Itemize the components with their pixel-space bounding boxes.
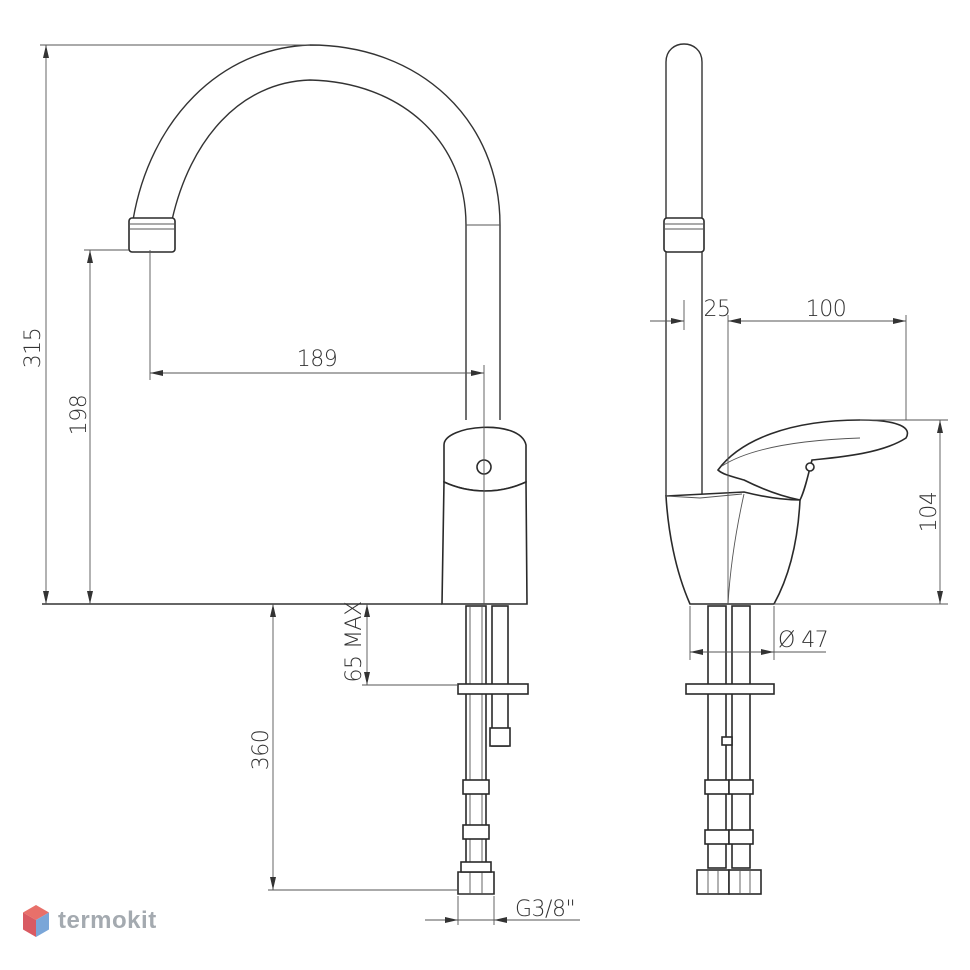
spout-outer	[132, 44, 501, 420]
front-view: 315 198 189 65 MAX 360 G3/8"	[21, 44, 580, 925]
hex-nut-front	[457, 871, 495, 895]
dim-spout-reach: 189	[297, 347, 338, 372]
side-hex-nut-left	[696, 869, 730, 895]
watermark: termokit	[22, 904, 157, 938]
watermark-text: termokit	[58, 907, 157, 934]
side-mounting-plate	[685, 683, 775, 695]
side-screw	[805, 462, 815, 472]
dim-deck-max: 65 MAX	[342, 601, 367, 682]
side-aerator	[663, 217, 705, 253]
side-hex-nut-right	[728, 869, 762, 895]
dim-lever-reach: 100	[806, 297, 847, 322]
side-hose-right	[731, 605, 751, 869]
spout-inner	[171, 79, 467, 420]
side-view: 25 100 104 Ø 47	[650, 43, 948, 895]
mixer-body	[441, 480, 528, 605]
dim-height-spout: 198	[67, 395, 92, 436]
hose-right	[491, 605, 509, 747]
dim-connection: G3/8"	[515, 897, 575, 922]
dim-hose-length: 360	[249, 730, 274, 771]
dim-side-offset: 25	[704, 297, 731, 322]
dim-height-total: 315	[21, 328, 46, 369]
dim-body-height: 104	[917, 492, 942, 533]
side-lever	[716, 419, 909, 501]
side-body	[665, 491, 801, 605]
termokit-logo-icon	[23, 905, 49, 937]
handle-cap	[443, 426, 527, 492]
mounting-plate	[457, 683, 529, 695]
side-spout	[665, 43, 703, 222]
dim-base-diameter: Ø 47	[778, 628, 828, 653]
aerator	[128, 217, 176, 253]
